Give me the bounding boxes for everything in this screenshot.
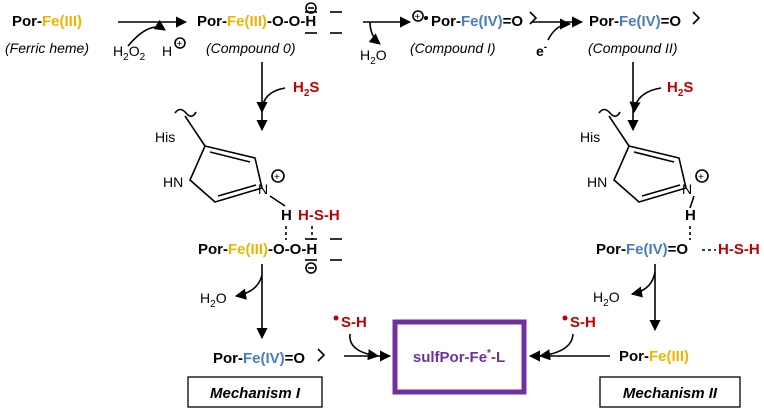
ferric-heme-formula: Por-Fe(III) bbox=[12, 13, 82, 30]
h2s-right-reagent: H2S bbox=[667, 79, 693, 99]
svg-text:+: + bbox=[698, 172, 704, 183]
compound1-label: (Compound I) bbox=[410, 40, 496, 56]
svg-text:+: + bbox=[274, 172, 280, 183]
sh-right-reagent: S-H bbox=[570, 314, 596, 331]
h2o-top-reagent: H2O bbox=[360, 47, 387, 67]
compound0-formula: Por-Fe(III)-O-O-H bbox=[197, 13, 316, 30]
proton-charge-icon bbox=[174, 37, 186, 49]
curved-arrow-sh-right bbox=[538, 333, 574, 361]
h2o-left-reagent: H2O bbox=[200, 290, 227, 310]
left-product-formula: Por-Fe(IV)=O bbox=[213, 350, 305, 367]
mechanism-2-label: Mechanism II bbox=[623, 385, 718, 402]
curved-arrow-h2o-top bbox=[368, 21, 381, 45]
electron-reagent: e- bbox=[536, 42, 547, 59]
svg-text:N: N bbox=[682, 181, 692, 197]
curved-arrow-h2s-left bbox=[256, 87, 286, 114]
hsh-left: H-S-H bbox=[298, 207, 340, 224]
radical-dot-left bbox=[333, 315, 339, 321]
left-intermediate-formula: Por-Fe(III)-O-O-H bbox=[198, 241, 317, 258]
imidazole-right: His HN N + bbox=[580, 108, 709, 209]
curved-arrow-h2o-left bbox=[234, 274, 263, 300]
curved-arrow-h2o2 bbox=[127, 19, 166, 47]
radical-dot-right bbox=[562, 315, 568, 321]
compound2-label: (Compound II) bbox=[588, 40, 677, 56]
right-product-formula: Por-Fe(III) bbox=[619, 348, 689, 365]
oxo-lone-pair-icon-2 bbox=[692, 11, 701, 25]
curved-arrow-electron bbox=[547, 18, 572, 41]
curved-arrow-sh-left bbox=[349, 333, 380, 361]
compound0-label: (Compound 0) bbox=[206, 40, 296, 56]
proton-reagent: H bbox=[162, 43, 172, 59]
product-label: sulfPor-Fe*-L bbox=[413, 348, 505, 366]
h2s-left-reagent: H2S bbox=[293, 79, 319, 99]
svg-text:His: His bbox=[580, 129, 600, 145]
mechanism-1-box bbox=[187, 376, 323, 408]
h2o2-reagent: H2O2 bbox=[113, 43, 146, 63]
curved-arrow-h2o-right bbox=[630, 271, 656, 298]
h-bond-h-left: H bbox=[281, 207, 292, 224]
sh-left-reagent: S-H bbox=[341, 314, 367, 331]
plus-sign: + bbox=[177, 39, 183, 50]
h2o-right-reagent: H2O bbox=[593, 289, 620, 309]
svg-text:N: N bbox=[258, 181, 268, 197]
radical-cation-icon bbox=[412, 10, 424, 22]
oxygen-minus-icon bbox=[305, 2, 317, 14]
right-intermediate-formula: Por-Fe(IV)=O bbox=[596, 241, 688, 258]
svg-text:HN: HN bbox=[587, 174, 607, 190]
curved-arrow-h2s-right bbox=[629, 87, 662, 114]
svg-text:HN: HN bbox=[163, 174, 183, 190]
mechanism-2-box bbox=[599, 376, 741, 408]
svg-text:+: + bbox=[415, 12, 421, 23]
ferric-heme-label: (Ferric heme) bbox=[5, 40, 89, 56]
mechanism-1-label: Mechanism I bbox=[210, 385, 301, 402]
oxo-lone-pair-icon-3 bbox=[317, 348, 326, 362]
svg-text:His: His bbox=[155, 129, 175, 145]
hsh-right: H-S-H bbox=[718, 241, 760, 258]
imidazole-left: His HN N + bbox=[155, 108, 286, 207]
h-bond-h-right: H bbox=[685, 207, 696, 224]
product-box bbox=[392, 319, 527, 395]
oxygen-minus-icon-left bbox=[305, 262, 317, 274]
compound1-formula: Por-Fe(IV)=O bbox=[431, 13, 523, 30]
compound2-formula: Por-Fe(IV)=O bbox=[589, 13, 681, 30]
